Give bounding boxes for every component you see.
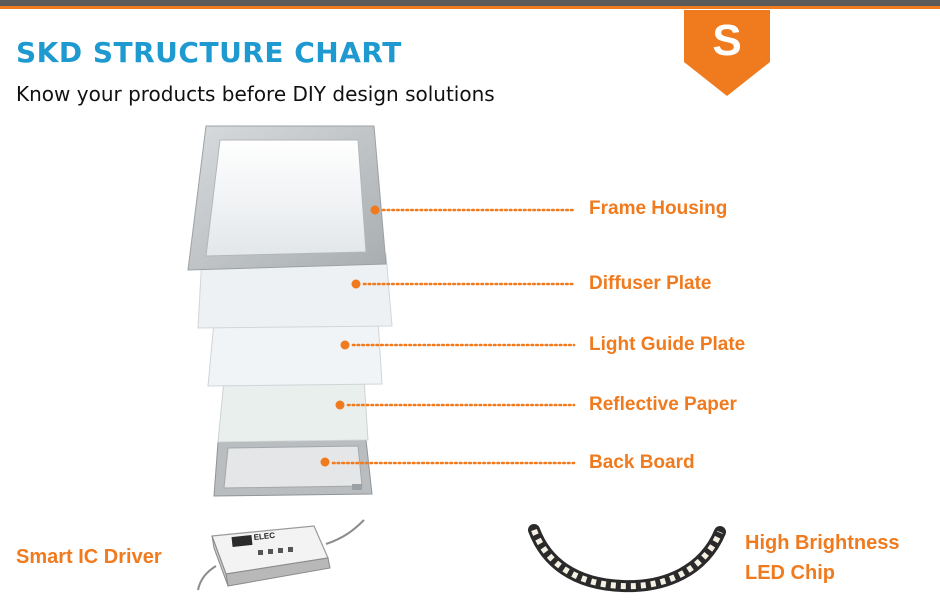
leader-dot-reflective-paper <box>335 400 345 410</box>
frame-housing-layer <box>187 125 387 271</box>
section-badge-letter: S <box>712 16 742 65</box>
page-subtitle: Know your products before DIY design sol… <box>16 82 495 106</box>
label-frame-housing: Frame Housing <box>589 198 728 219</box>
leader-dot-frame-housing <box>370 205 380 215</box>
leader-dot-back-board <box>320 457 330 467</box>
label-led-chip-line2: LED Chip <box>745 562 835 584</box>
top-bar-stripe <box>0 6 940 9</box>
back-board-layer <box>213 439 373 497</box>
led-strip-image <box>528 524 726 593</box>
label-diffuser-plate: Diffuser Plate <box>589 273 712 294</box>
label-back-board: Back Board <box>589 452 695 473</box>
top-bar <box>0 0 940 9</box>
leader-dot-light-guide-plate <box>340 340 350 350</box>
driver-image: ELEC <box>197 519 365 591</box>
driver-brand-text: ELEC <box>253 531 275 542</box>
label-light-guide-plate: Light Guide Plate <box>589 334 746 355</box>
label-led-chip-line1: High Brightness <box>745 532 900 554</box>
section-badge <box>684 10 770 96</box>
label-smart-ic-driver: Smart IC Driver <box>16 546 162 568</box>
page-title: SKD STRUCTURE CHART <box>16 36 402 69</box>
label-reflective-paper: Reflective Paper <box>589 394 737 415</box>
leader-dot-diffuser-plate <box>351 279 361 289</box>
